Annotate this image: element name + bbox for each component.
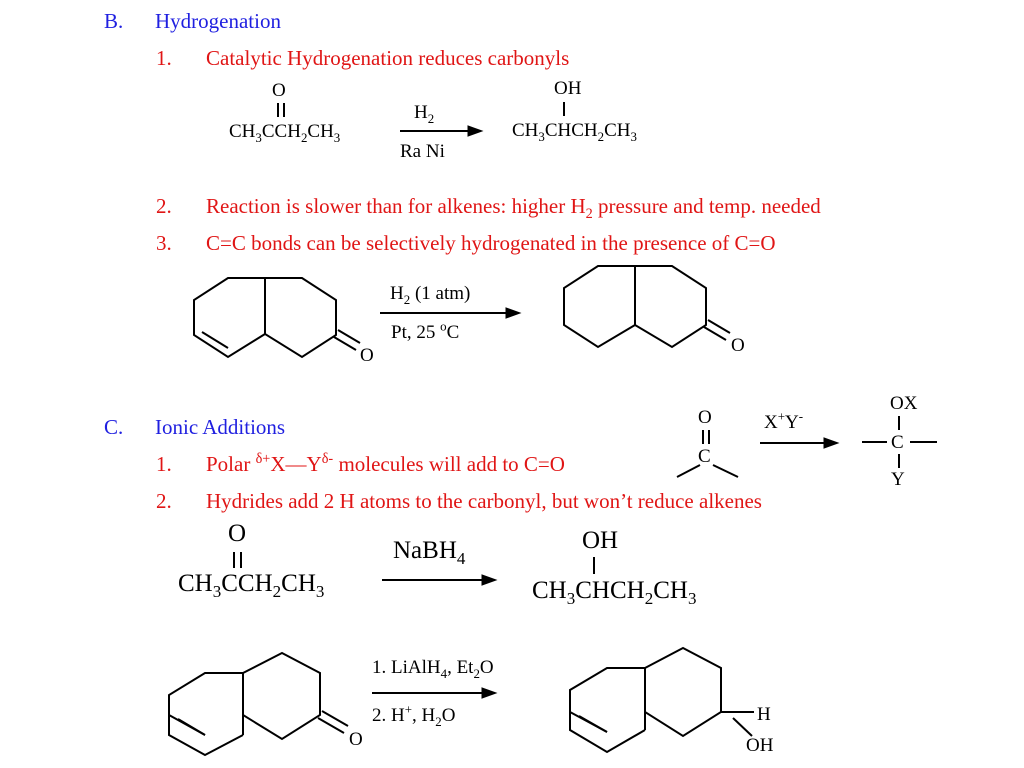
scheme-carbon: C [698, 446, 711, 467]
rxn4-product-hydrogen: H [757, 704, 771, 725]
c-item1-text: Polar δ+X—Yδ- molecules will add to C=O [206, 451, 565, 476]
rxn2-product-carbonyl-bond [703, 319, 731, 341]
rxn3-reactant-formula: CH3CCH2CH3 [178, 570, 325, 601]
section-b-title: Hydrogenation [155, 9, 281, 33]
rxn4-reactant-carbonyl-bond [317, 710, 349, 734]
scheme-product-bonds [862, 416, 937, 468]
c-item1-number: 1. [156, 452, 172, 476]
rxn1-reactant-formula: CH3CCH2CH3 [229, 121, 341, 145]
rxn2-reagent-bottom: Pt, 25 oC [391, 318, 460, 343]
rxn4-reagent-line2: 2. H+, H2O [372, 701, 456, 729]
c-item2-text: Hydrides add 2 H atoms to the carbonyl, … [206, 489, 762, 513]
rxn2-reactant-skeleton [193, 277, 337, 359]
rxn4-arrow [372, 687, 498, 699]
b-item2-number: 2. [156, 194, 172, 218]
scheme-product-carbon: C [891, 432, 904, 453]
rxn2-arrow [380, 307, 522, 319]
rxn4-product-skeleton [569, 646, 722, 754]
rxn1-product-hydroxyl: OH [554, 78, 582, 99]
scheme-product-ox: OX [890, 393, 918, 414]
rxn4-reagent-line1: 1. LiAlH4, Et2O [372, 657, 494, 681]
scheme-reagent: X+Y- [764, 408, 804, 433]
scheme-carbonyl [676, 430, 739, 478]
b-item1-number: 1. [156, 46, 172, 70]
rxn1-arrow [400, 125, 484, 137]
section-c-letter: C. [104, 415, 124, 439]
c-item2-number: 2. [156, 489, 172, 513]
scheme-oxygen: O [698, 407, 712, 428]
scheme-product-y: Y [891, 469, 905, 490]
rxn3-reagent: NaBH4 [393, 537, 466, 568]
rxn4-product-substituent-bonds [721, 711, 754, 737]
rxn2-product-skeleton [563, 265, 707, 349]
rxn4-product-hydroxyl: OH [746, 735, 774, 756]
rxn3-reactant-carbonyl-bond [233, 552, 242, 568]
rxn2-reagent-top: H2 (1 atm) [390, 283, 471, 307]
rxn1-reagent-catalyst: Ra Ni [400, 141, 445, 162]
section-c-title: Ionic Additions [155, 415, 286, 439]
rxn1-product-formula: CH3CHCH2CH3 [512, 120, 637, 144]
rxn2-product-oxygen: O [731, 335, 745, 356]
scheme-arrow [760, 437, 840, 449]
rxn1-reactant-carbonyl-bond [277, 103, 285, 117]
rxn4-reactant-oxygen: O [349, 729, 363, 750]
rxn2-reactant-oxygen: O [360, 345, 374, 366]
rxn2-reactant-carbonyl-bond [333, 329, 361, 351]
b-item1-text: Catalytic Hydrogenation reduces carbonyl… [206, 46, 570, 70]
rxn3-arrow [382, 574, 498, 586]
rxn3-product-hydroxyl: OH [582, 527, 619, 554]
rxn1-reactant-oxygen: O [272, 80, 286, 101]
rxn3-product-formula: CH3CHCH2CH3 [532, 577, 697, 608]
b-item2-text: Reaction is slower than for alkenes: hig… [206, 194, 821, 223]
rxn1-reagent-h2: H2 [414, 102, 435, 126]
rxn3-reactant-oxygen: O [228, 520, 247, 547]
rxn4-reactant-skeleton [168, 651, 321, 757]
section-b-letter: B. [104, 9, 124, 33]
b-item3-text: C=C bonds can be selectively hydrogenate… [206, 231, 776, 255]
b-item3-number: 3. [156, 231, 172, 255]
